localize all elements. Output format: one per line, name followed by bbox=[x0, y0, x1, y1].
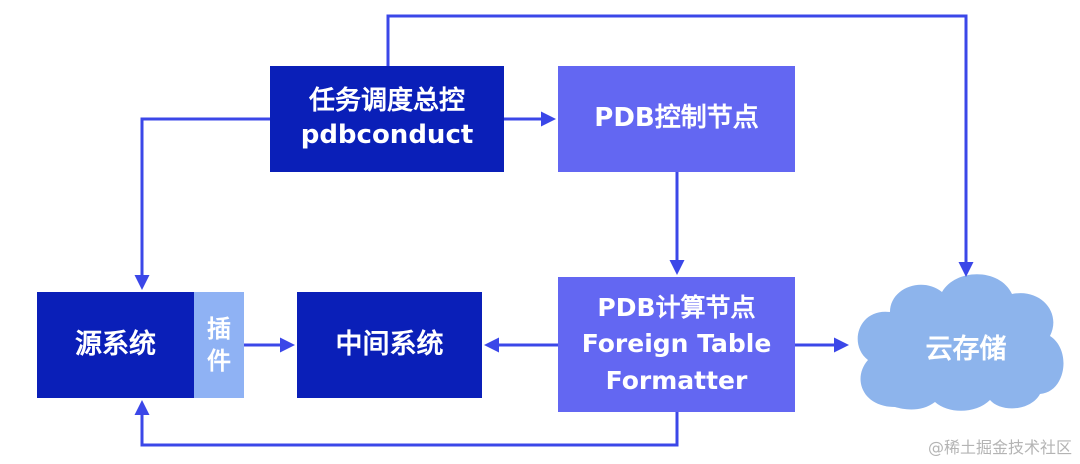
scheduler-subtitle: pdbconduct bbox=[300, 120, 474, 150]
pdb-control-label: PDB控制节点 bbox=[594, 103, 759, 134]
plugin-char-2: 件 bbox=[207, 347, 231, 375]
middle-system-node: 中间系统 bbox=[297, 292, 482, 398]
plugin-char-1: 插 bbox=[207, 314, 231, 343]
source-system-label: 源系统 bbox=[75, 329, 156, 361]
scheduler-title: 任务调度总控 bbox=[308, 86, 465, 117]
edge-scheduler-to-source bbox=[134, 117, 270, 290]
scheduler-node: 任务调度总控 pdbconduct bbox=[270, 66, 504, 172]
pdb-control-node: PDB控制节点 bbox=[558, 66, 795, 172]
pdb-compute-line2: Foreign Table bbox=[581, 329, 772, 359]
source-system-node: 源系统 bbox=[37, 292, 194, 398]
pdb-compute-line3: Formatter bbox=[605, 365, 748, 395]
cloud-icon bbox=[857, 274, 1064, 411]
middle-system-label: 中间系统 bbox=[335, 329, 444, 361]
edge-scheduler-to-cloud bbox=[386, 14, 974, 277]
watermark: @稀土掘金技术社区 bbox=[927, 438, 1072, 457]
pdb-compute-node: PDB计算节点 Foreign Table Formatter bbox=[558, 277, 795, 412]
plugin-node: 插 件 bbox=[194, 292, 244, 398]
edge-compute-to-source bbox=[134, 400, 679, 447]
pdb-compute-title: PDB计算节点 bbox=[597, 293, 756, 323]
cloud-storage-label: 云存储 bbox=[925, 333, 1007, 365]
